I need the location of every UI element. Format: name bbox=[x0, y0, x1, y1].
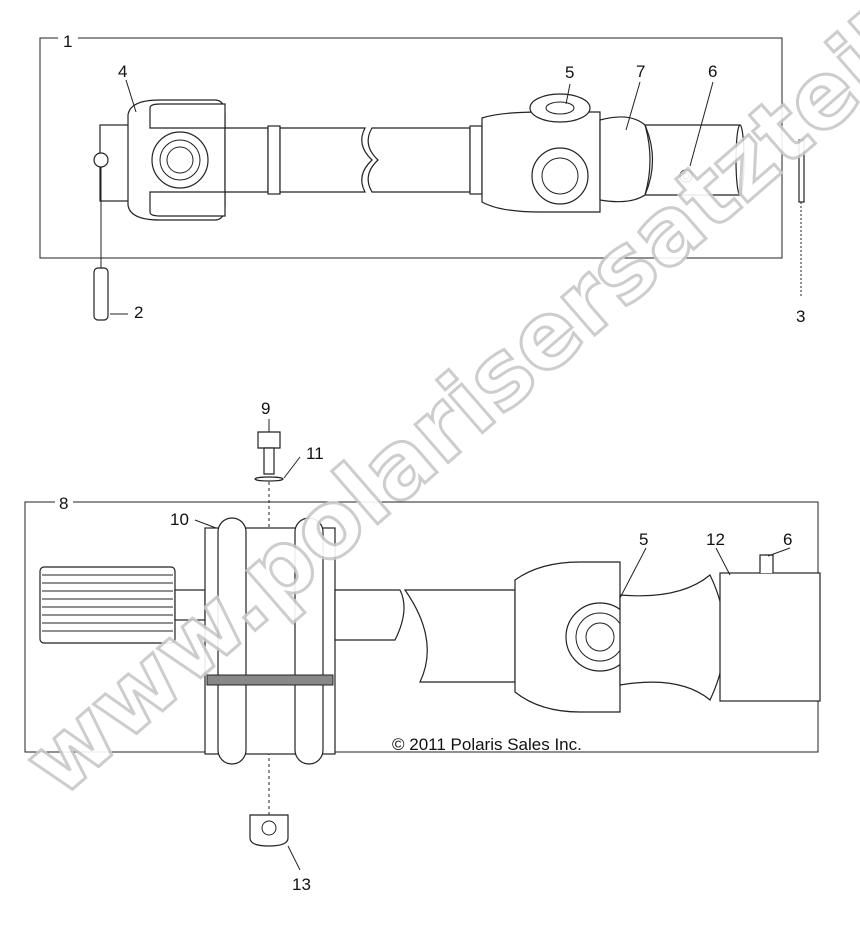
callout-2: 2 bbox=[134, 303, 143, 322]
callout-5-top: 5 bbox=[565, 63, 574, 82]
callout-7: 7 bbox=[636, 62, 645, 81]
callout-6-bottom: 6 bbox=[783, 530, 792, 549]
callout-4: 4 bbox=[118, 62, 127, 81]
callout-1: 1 bbox=[63, 32, 72, 51]
roll-pin-3 bbox=[798, 139, 805, 296]
callout-6-top: 6 bbox=[708, 62, 717, 81]
callout-5-bottom: 5 bbox=[639, 530, 648, 549]
callout-12: 12 bbox=[706, 530, 725, 549]
roll-pin-2 bbox=[93, 167, 109, 321]
copyright-text: © 2011 Polaris Sales Inc. bbox=[392, 735, 582, 754]
callout-3: 3 bbox=[796, 307, 805, 326]
prop-shaft-rear bbox=[39, 517, 821, 765]
assembly-1-box bbox=[39, 37, 783, 259]
callout-8: 8 bbox=[59, 494, 68, 513]
callout-9: 9 bbox=[261, 399, 270, 418]
prop-shaft-front bbox=[93, 93, 745, 221]
nut-13 bbox=[249, 814, 289, 847]
callout-13: 13 bbox=[292, 875, 311, 894]
callout-10: 10 bbox=[170, 510, 189, 529]
callout-11: 11 bbox=[306, 444, 324, 463]
assembly-8-box bbox=[24, 501, 819, 753]
bolt-9 bbox=[254, 431, 284, 482]
